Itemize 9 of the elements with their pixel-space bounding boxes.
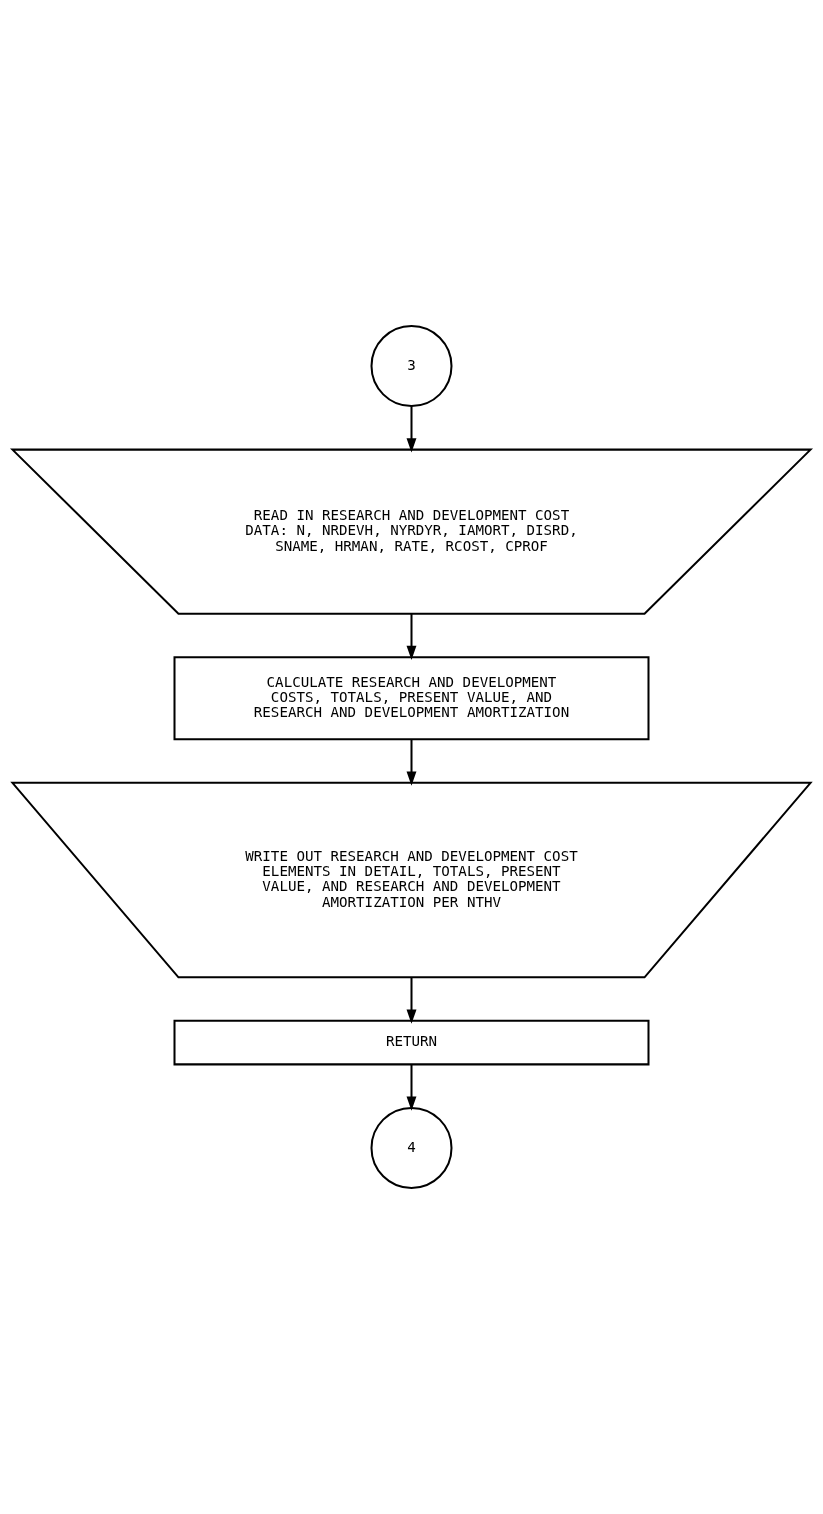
node-circle: 3 — [370, 325, 453, 408]
arrow — [406, 977, 417, 1024]
arrow — [406, 406, 417, 453]
node-box: RETURN — [173, 1019, 650, 1066]
arrow — [406, 739, 417, 786]
arrow — [406, 1064, 417, 1111]
node-circle: 4 — [370, 1106, 453, 1189]
arrow — [406, 614, 417, 660]
node-box: CALCULATE RESEARCH AND DEVELOPMENT COSTS, TOTALS, PRESENT VALUE, AND RESEARCH AND DEVELOPMENT AMORTIZATION — [173, 656, 650, 741]
